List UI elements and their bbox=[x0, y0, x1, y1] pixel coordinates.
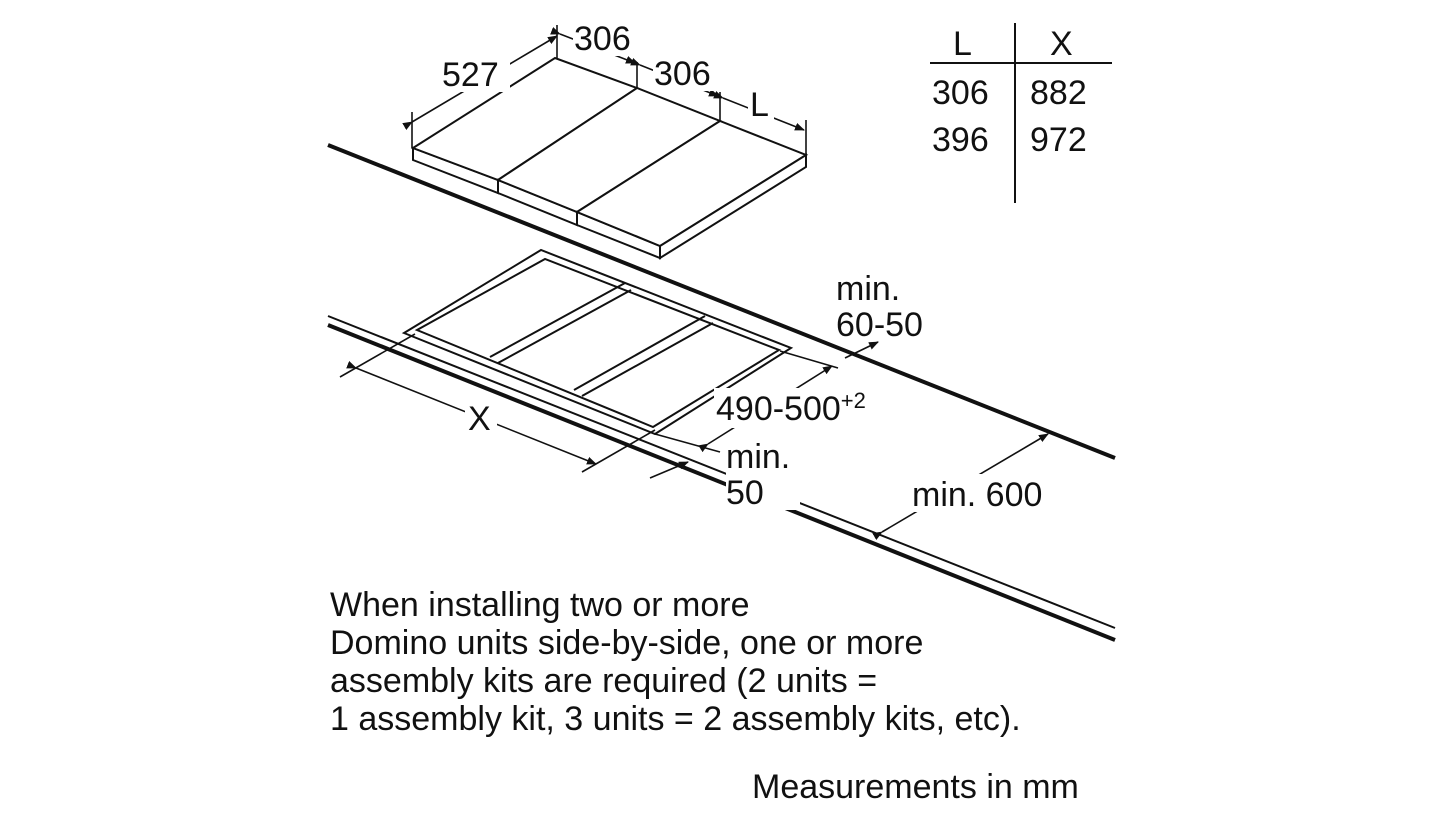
dimension-label-backgrounds bbox=[440, 20, 1060, 512]
hob-unit-3 bbox=[574, 119, 809, 260]
dim-width-306-second: 306 bbox=[654, 55, 711, 93]
table-header-X: X bbox=[1050, 25, 1073, 63]
table-cell-r2-X: 972 bbox=[1030, 121, 1087, 159]
hob-unit-2 bbox=[495, 86, 723, 227]
dim-cabinet-min-600: min. 600 bbox=[912, 476, 1042, 514]
assembly-note: When installing two or more Domino units… bbox=[330, 586, 1021, 738]
dim-front-min-value: 50 bbox=[726, 474, 764, 512]
dim-back-min-label: min. bbox=[836, 270, 900, 308]
note-line-3: assembly kits are required (2 units = bbox=[330, 662, 878, 700]
worktop-back-edge bbox=[327, 143, 1116, 460]
note-line-1: When installing two or more bbox=[330, 586, 750, 624]
note-line-2: Domino units side-by-side, one or more bbox=[330, 624, 924, 662]
table-header-L: L bbox=[953, 25, 972, 63]
units-caption: Measurements in mm bbox=[752, 768, 1079, 806]
table-cell-r2-L: 396 bbox=[932, 121, 989, 159]
dim-front-min-label: min. bbox=[726, 438, 790, 476]
table-cell-r1-L: 306 bbox=[932, 74, 989, 112]
table-cell-r1-X: 882 bbox=[1030, 74, 1087, 112]
dimension-table: L X 306 882 396 972 bbox=[930, 23, 1112, 203]
dim-depth-527: 527 bbox=[442, 56, 499, 94]
note-line-4: 1 assembly kit, 3 units = 2 assembly kit… bbox=[330, 700, 1021, 738]
dim-width-306-first: 306 bbox=[574, 20, 631, 58]
dim-cutout-depth: 490-500+2 bbox=[716, 388, 866, 428]
dim-back-min-value: 60-50 bbox=[836, 306, 923, 344]
dim-cutout-x: X bbox=[468, 400, 491, 438]
dim-width-L: L bbox=[750, 86, 769, 124]
